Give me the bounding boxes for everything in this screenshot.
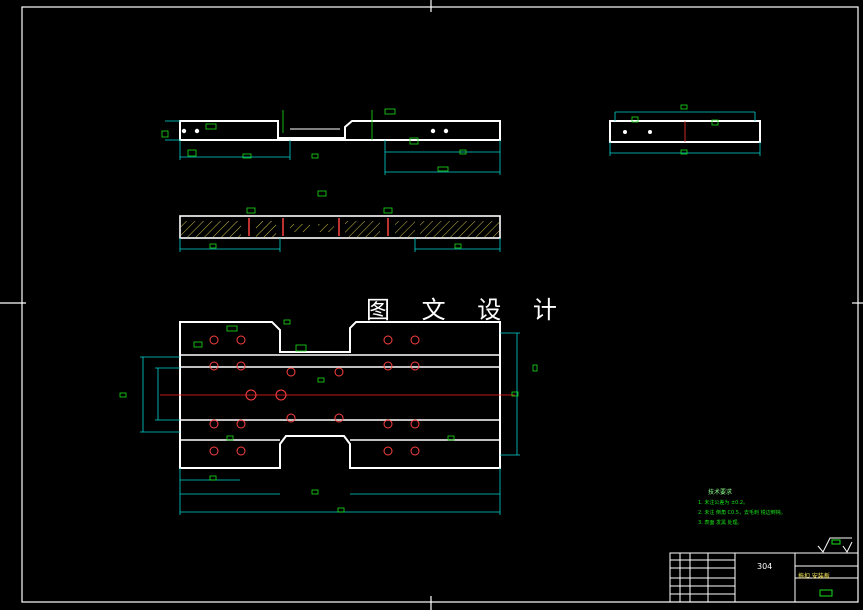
technical-note-2: 2. 未注 倒角 C0.5，去毛刺 锐边倒钝。 bbox=[698, 510, 786, 516]
roughness-symbol bbox=[817, 537, 853, 553]
technical-note-1: 1. 未注公差为 ±0.2。 bbox=[698, 500, 749, 506]
part-name: 拖扣 安装板 bbox=[798, 573, 830, 580]
watermark-text: 图 文 设 计 bbox=[366, 296, 569, 324]
technical-notes-title: 技术要求 bbox=[708, 489, 733, 496]
hole-markers bbox=[209, 335, 420, 456]
plan-view-main bbox=[119, 319, 538, 515]
section-view-middle bbox=[179, 190, 501, 252]
title-block bbox=[669, 552, 859, 603]
technical-notes: 技术要求 1. 未注公差为 ±0.2。 2. 未注 倒角 C0.5，去毛刺 锐边… bbox=[698, 488, 786, 528]
side-view-top-left bbox=[161, 108, 501, 175]
technical-note-3: 3. 表面 发黑 处理。 bbox=[698, 520, 743, 526]
end-view-top-right bbox=[609, 104, 761, 156]
drawing-code: 304 bbox=[757, 562, 773, 571]
